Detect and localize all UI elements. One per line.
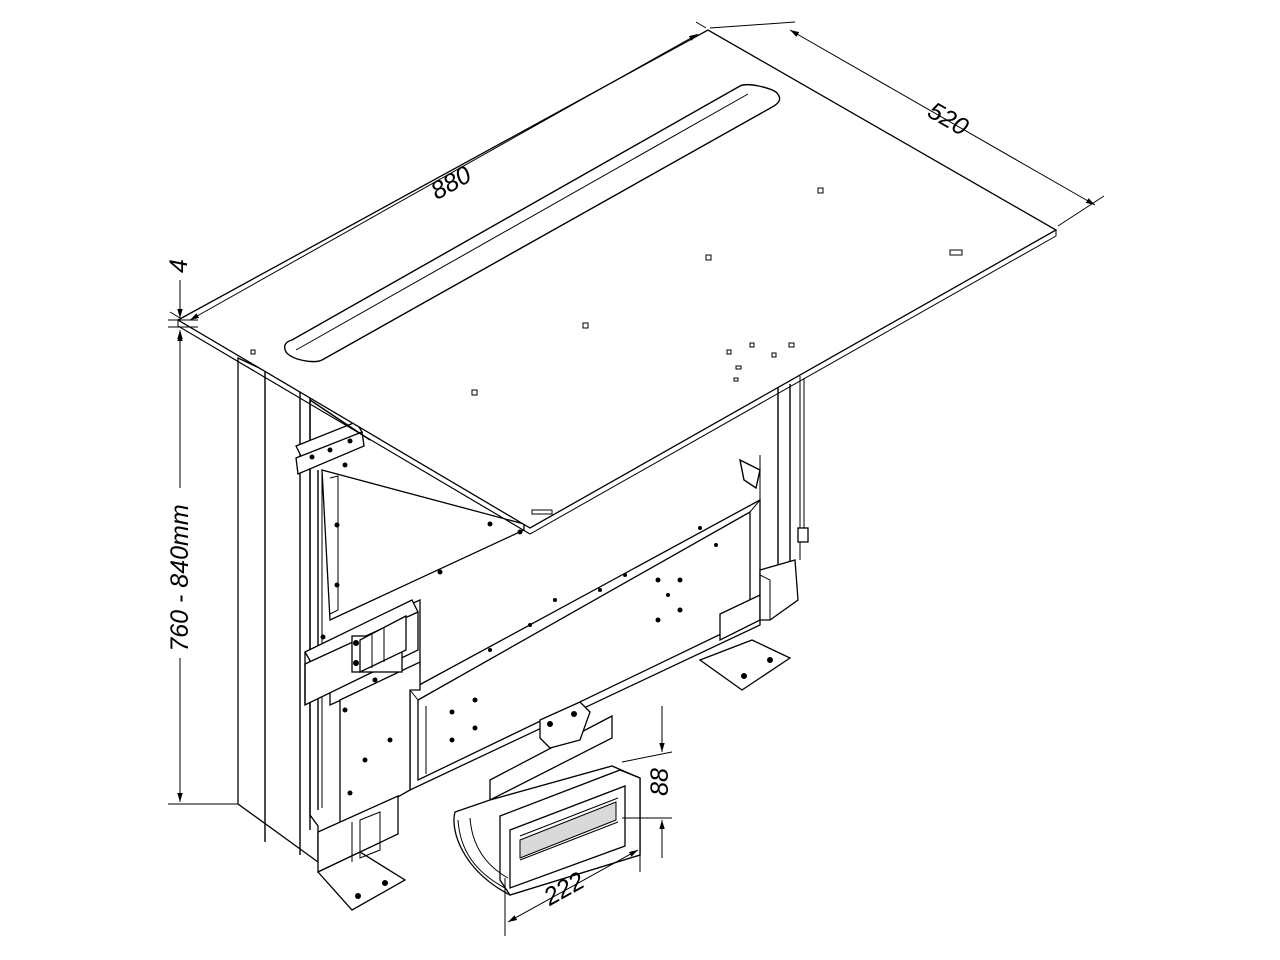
exhaust-duct bbox=[453, 765, 641, 896]
thickness-label: 4 bbox=[165, 259, 193, 273]
motor-housing bbox=[409, 498, 761, 792]
left-mounting-rail bbox=[295, 421, 365, 475]
motor-outlet-flange bbox=[489, 701, 613, 802]
electrical-bracket bbox=[304, 599, 419, 707]
left-foot-bracket bbox=[316, 794, 407, 911]
dimension-height: 760 - 840mm bbox=[166, 332, 238, 805]
dimension-thickness: 4 bbox=[165, 259, 198, 356]
cabinet-inner-edges bbox=[309, 399, 761, 500]
height-label: 760 - 840mm bbox=[166, 504, 194, 651]
right-foot-bracket bbox=[698, 559, 799, 691]
dimension-duct-height: 88 bbox=[621, 706, 674, 858]
depth-label: 520 bbox=[923, 97, 973, 142]
cabinet-body bbox=[237, 356, 809, 864]
duct-height-label: 88 bbox=[646, 768, 674, 796]
